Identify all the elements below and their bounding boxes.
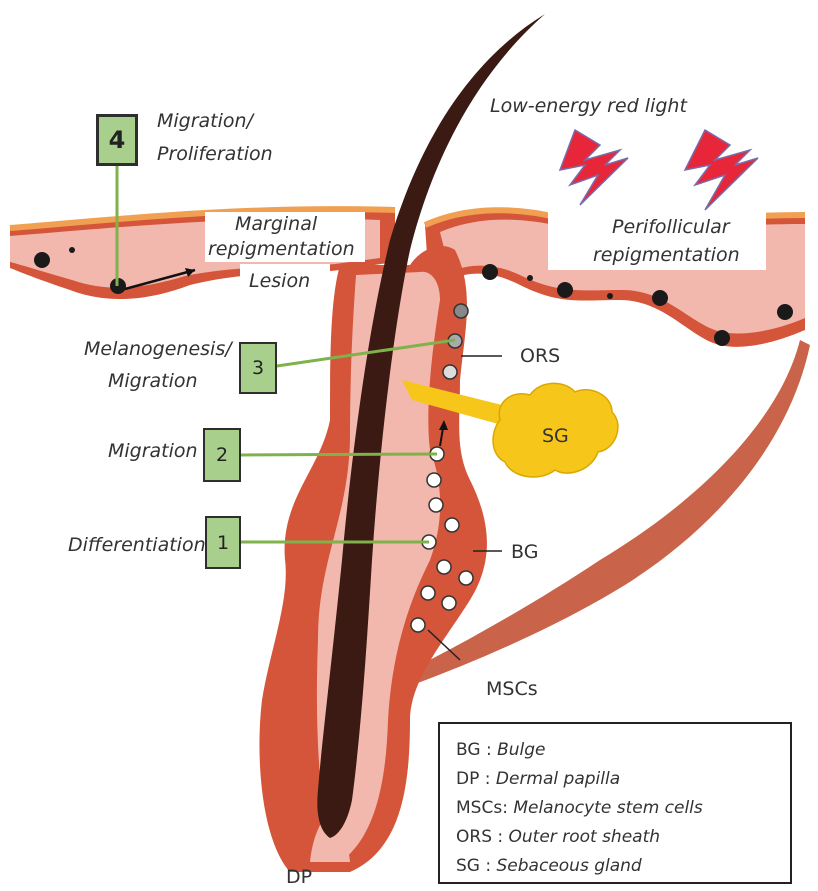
step-4-label-line1: Migration/ — [157, 110, 253, 132]
step-2-badge: 2 — [203, 428, 241, 482]
step-4-label-line2: Proliferation — [157, 143, 273, 165]
step-1-label: Differentiation — [68, 534, 206, 556]
step-3-label-line1: Melanogenesis/ — [84, 338, 232, 360]
step-4-badge: 4 — [96, 114, 138, 166]
step-2-label: Migration — [108, 440, 198, 462]
mscs-label: MSCs — [486, 678, 538, 700]
abbreviation-legend: BG : Bulge DP : Dermal papilla MSCs: Mel… — [438, 722, 792, 884]
step-3-badge: 3 — [239, 342, 277, 394]
legend-row: BG : Bulge — [456, 736, 790, 765]
perifollicular-label-line2: repigmentation — [593, 244, 740, 266]
lightning-icon — [560, 130, 758, 210]
lesion-label: Lesion — [249, 270, 310, 292]
legend-row: ORS : Outer root sheath — [456, 823, 790, 852]
step-1-badge: 1 — [205, 516, 241, 569]
legend-row: DP : Dermal papilla — [456, 765, 790, 794]
marginal-label-line2: repigmentation — [208, 238, 355, 260]
light-label: Low-energy red light — [490, 95, 687, 117]
sg-label: SG — [542, 425, 569, 447]
ors-label: ORS — [520, 345, 560, 367]
dp-label: DP — [286, 866, 312, 888]
step-3-label-line2: Migration — [108, 370, 198, 392]
legend-row: MSCs: Melanocyte stem cells — [456, 794, 790, 823]
legend-row: SG : Sebaceous gland — [456, 852, 790, 881]
marginal-label-line1: Marginal — [235, 213, 317, 235]
perifollicular-label-line1: Perifollicular — [612, 216, 730, 238]
bg-label: BG — [511, 541, 538, 563]
